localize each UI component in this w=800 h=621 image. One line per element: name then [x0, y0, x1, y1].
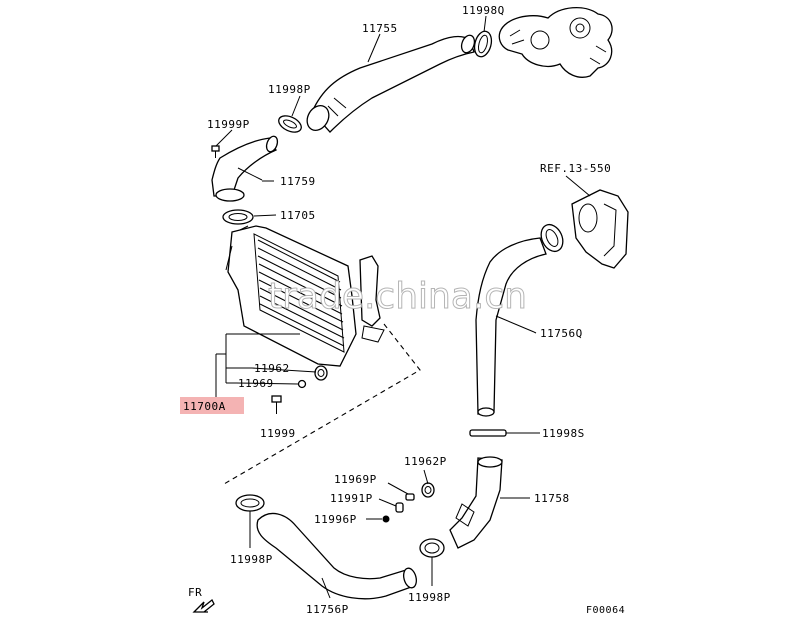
watermark: trade.china.cn	[268, 276, 527, 317]
figure-code: F00064	[586, 605, 625, 616]
label-11700a: 11700A	[183, 400, 226, 413]
label-11756p: 11756P	[306, 603, 349, 616]
label-11705: 11705	[280, 209, 316, 222]
clamp-11998p-top	[278, 115, 302, 133]
hose-11756q	[475, 237, 547, 417]
label-11998p-bottom: 11998P	[408, 591, 451, 604]
clamp-11998p-left	[235, 494, 265, 512]
gasket-11705	[222, 209, 254, 225]
label-11969p: 11969P	[334, 473, 377, 486]
label-11759: 11759	[280, 175, 316, 188]
label-11998s: 11998S	[542, 427, 585, 440]
clamp-11998s	[469, 429, 514, 437]
bolt-11999p	[211, 145, 220, 158]
highlight-11700a	[180, 397, 244, 414]
grommet-11962	[314, 365, 328, 381]
turbocharger	[498, 7, 613, 78]
label-11758: 11758	[534, 492, 570, 505]
hose-11756p	[256, 512, 417, 600]
label-11962: 11962	[254, 362, 290, 375]
label-11996p: 11996P	[314, 513, 357, 526]
label-ref-13-550: REF.13-550	[540, 162, 611, 175]
nut-11996p	[382, 515, 390, 523]
intercooler	[225, 225, 385, 367]
grommet-11962p	[421, 482, 435, 498]
label-11999: 11999	[260, 427, 296, 440]
clamp-throttle	[540, 223, 564, 253]
clamp-11998p-bottom	[419, 538, 445, 558]
front-arrow-icon	[192, 598, 215, 613]
clamp-11998q	[473, 30, 493, 58]
label-11969: 11969	[238, 377, 274, 390]
label-11998p-left: 11998P	[230, 553, 273, 566]
leader-lines	[215, 15, 591, 599]
connection-lines	[223, 323, 421, 485]
hose-11755	[306, 34, 476, 133]
collar-11991p	[395, 502, 404, 513]
label-11756q: 11756Q	[540, 327, 583, 340]
hose-11759	[211, 135, 279, 202]
bolt-11999	[271, 395, 282, 414]
label-11755: 11755	[362, 22, 398, 35]
assembly-bracket-11700a	[215, 333, 300, 398]
label-11998q: 11998Q	[462, 4, 505, 17]
hose-11758	[449, 456, 503, 549]
label-11998p-top: 11998P	[268, 83, 311, 96]
screw-11969	[297, 379, 307, 389]
label-11962p: 11962P	[404, 455, 447, 468]
label-11991p: 11991P	[330, 492, 373, 505]
screw-11969p	[405, 493, 415, 501]
throttle-body	[571, 189, 629, 269]
label-fr: FR	[188, 586, 202, 599]
label-11999p: 11999P	[207, 118, 250, 131]
